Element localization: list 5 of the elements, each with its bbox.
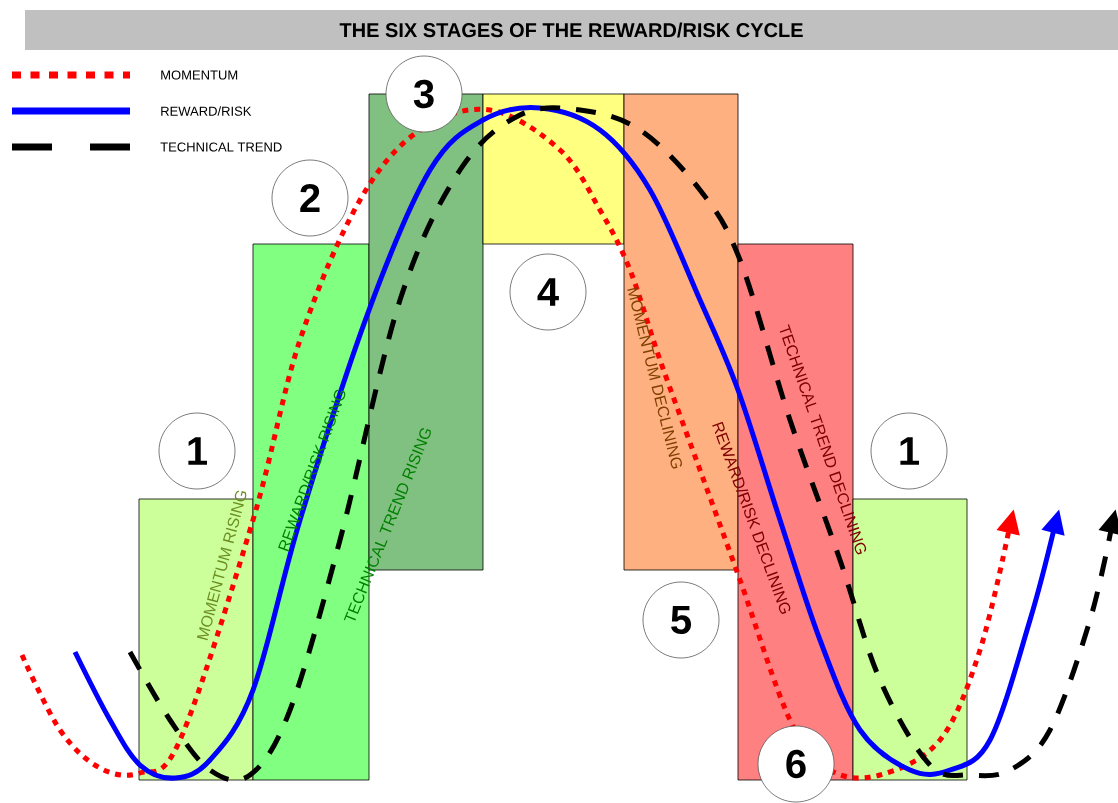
legend-text: REWARD/RISK bbox=[161, 106, 252, 116]
legend-text: MOMENTUM bbox=[161, 70, 238, 80]
legend-text: TECHNICAL TREND bbox=[160, 142, 282, 152]
stage-bar bbox=[482, 93, 625, 245]
title-banner: THE SIX STAGES OF THE REWARD/RISK CYCLE bbox=[25, 10, 1118, 50]
